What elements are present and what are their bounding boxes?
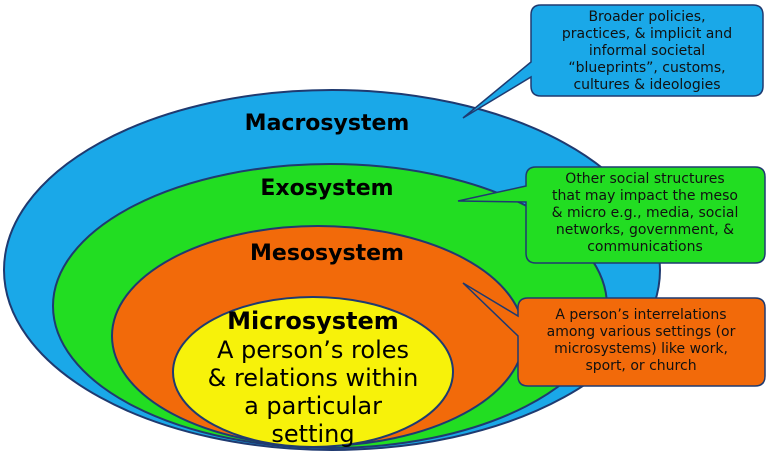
macrosystem-callout-line-2: practices, & implicit and xyxy=(562,26,732,42)
exosystem-callout-line-3: & micro e.g., media, social xyxy=(552,205,739,221)
macrosystem-callout-line-1: Broader policies, xyxy=(588,9,705,25)
mesosystem-callout-line-3: microsystems) like work, xyxy=(554,341,728,357)
macrosystem-callout-line-3: informal societal xyxy=(589,43,705,59)
microsystem-line-2: & relations within xyxy=(208,364,419,392)
exosystem-callout-line-2: that may impact the meso xyxy=(552,188,738,204)
exosystem-callout-line-1: Other social structures xyxy=(565,171,724,187)
mesosystem-callout-line-4: sport, or church xyxy=(585,358,696,374)
mesosystem-callout xyxy=(462,282,766,387)
microsystem-line-4: setting xyxy=(271,420,354,448)
microsystem-title: Microsystem xyxy=(227,307,399,335)
microsystem-ellipse xyxy=(172,296,454,448)
microsystem-line-1: A person’s roles xyxy=(217,336,409,364)
mesosystem-callout-line-2: among various settings (or xyxy=(547,324,736,340)
mesosystem-title: Mesosystem xyxy=(250,241,404,266)
macrosystem-title: Macrosystem xyxy=(245,111,410,136)
mesosystem-callout-line-1: A person’s interrelations xyxy=(555,307,726,323)
exosystem-callout-line-5: communications xyxy=(587,239,703,255)
macrosystem-callout-line-4: “blueprints”, customs, xyxy=(568,60,725,76)
macrosystem-callout-line-5: cultures & ideologies xyxy=(573,77,720,93)
exosystem-callout xyxy=(457,166,766,264)
macrosystem-callout xyxy=(462,4,764,119)
exosystem-callout-line-4: networks, government, & xyxy=(556,222,734,238)
exosystem-title: Exosystem xyxy=(260,176,393,201)
microsystem-line-3: a particular xyxy=(244,392,382,420)
